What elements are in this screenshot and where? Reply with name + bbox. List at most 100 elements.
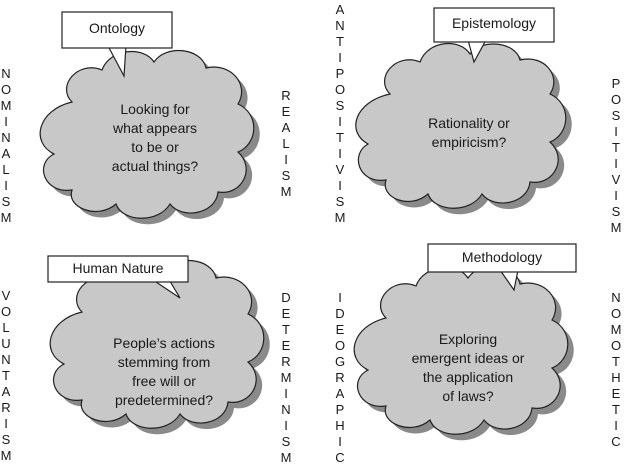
voluntarism-letter: R xyxy=(1,400,11,415)
human-nature-cloud-group xyxy=(47,255,270,435)
ontology-question: Looking for what appears to be or actual… xyxy=(70,100,240,176)
human-nature-question-line: predetermined? xyxy=(114,392,214,408)
nomothetic-letter: I xyxy=(614,418,618,433)
nominalism-letter: O xyxy=(0,82,12,97)
epistemology-cloud-group xyxy=(355,7,572,215)
ontology-question-line: actual things? xyxy=(111,158,199,174)
ideographic-letter: G xyxy=(334,354,346,369)
voluntarism-letter: L xyxy=(2,320,10,335)
nominalism-letter: M xyxy=(0,210,12,225)
nominalism-letter: N xyxy=(1,66,11,81)
nomothetic-letter: T xyxy=(612,354,620,369)
antipositivism-letter: I xyxy=(338,178,342,193)
antipositivism-letter: S xyxy=(335,194,345,209)
antipositivism-letter: O xyxy=(334,82,346,97)
antipositivism-letter: A xyxy=(335,2,345,17)
ontology-callout-box xyxy=(61,11,173,49)
nominalism-letter: S xyxy=(1,194,11,209)
nomothetic-letter: M xyxy=(610,322,622,337)
nominalism-letter: N xyxy=(1,130,11,145)
antipositivism-letter: I xyxy=(338,146,342,161)
realism-letter: L xyxy=(282,136,290,151)
methodology-callout-label: Methodology xyxy=(461,249,543,265)
epistemology-callout-box xyxy=(433,7,555,43)
ideographic-letter: A xyxy=(335,386,345,401)
determinism-letter: M xyxy=(280,370,292,385)
determinism-letter: E xyxy=(281,306,291,321)
human-nature-question-line: stemming from xyxy=(117,354,211,370)
positivism-letter: M xyxy=(610,220,622,235)
voluntarism-letter: I xyxy=(4,416,8,431)
positivism-letter: O xyxy=(610,92,622,107)
ideographic-letter: C xyxy=(335,450,345,465)
positivism-letter: I xyxy=(614,124,618,139)
realism-letter: E xyxy=(281,104,291,119)
determinism-letter: E xyxy=(281,338,291,353)
ideographic-letter: P xyxy=(335,402,345,417)
antipositivism-letter: N xyxy=(335,18,345,33)
antipositivism-letter: I xyxy=(338,114,342,129)
nominalism-letter: A xyxy=(1,146,11,161)
ideographic-letter: H xyxy=(335,418,345,433)
epistemology-question-line: empiricism? xyxy=(431,134,507,150)
realism-letter: I xyxy=(284,152,288,167)
positivism-letter: V xyxy=(611,172,621,187)
positivism-letter: I xyxy=(614,188,618,203)
methodology-callout-box xyxy=(427,243,577,273)
antipositivism-letter: M xyxy=(334,210,346,225)
methodology-cloud-group xyxy=(353,243,577,441)
voluntarism-letter: T xyxy=(2,368,10,383)
antipositivism-letter: S xyxy=(335,98,345,113)
determinism-letter: T xyxy=(282,322,290,337)
determinism-letter: N xyxy=(281,402,291,417)
methodology-question-line: Exploring xyxy=(438,331,498,347)
methodology-question: Exploring emergent ideas or the applicat… xyxy=(380,330,556,406)
methodology-question-line: emergent ideas or xyxy=(411,350,525,366)
antipositivism-letter: I xyxy=(338,50,342,65)
voluntarism-letter: M xyxy=(0,448,12,463)
voluntarism-letter: V xyxy=(1,288,11,303)
nomothetic-letter: N xyxy=(611,290,621,305)
ideographic-letter: E xyxy=(335,322,345,337)
positivism-letter: S xyxy=(611,108,621,123)
nomothetic-letter: T xyxy=(612,402,620,417)
epistemology-cloud xyxy=(355,42,567,209)
ideographic-letter: O xyxy=(334,338,346,353)
realism-letter: M xyxy=(280,184,292,199)
positivism-letter: T xyxy=(612,140,620,155)
realism-letter: R xyxy=(281,88,291,103)
antipositivism-letter: P xyxy=(335,66,345,81)
nomothetic-letter: C xyxy=(611,434,621,449)
antipositivism-letter: T xyxy=(336,130,344,145)
ontology-callout-label: Ontology xyxy=(88,20,146,36)
ontology-question-line: what appears xyxy=(112,120,198,136)
nominalism-letter: L xyxy=(2,162,10,177)
ideographic-letter: R xyxy=(335,370,345,385)
nomothetic-letter: O xyxy=(610,306,622,321)
human-nature-question-line: free will or xyxy=(132,373,196,389)
voluntarism-letter: S xyxy=(1,432,11,447)
nominalism-letter: M xyxy=(0,98,12,113)
determinism-letter: D xyxy=(281,290,291,305)
antipositivism-letter: V xyxy=(335,162,345,177)
voluntarism-letter: N xyxy=(1,352,11,367)
ideographic-letter: I xyxy=(338,290,342,305)
realism-letter: A xyxy=(281,120,291,135)
ideographic-letter: I xyxy=(338,434,342,449)
nominalism-letter: I xyxy=(4,114,8,129)
nomothetic-letter: E xyxy=(611,386,621,401)
voluntarism-letter: A xyxy=(1,384,11,399)
realism-letter: S xyxy=(281,168,291,183)
positivism-letter: P xyxy=(611,76,621,91)
human-nature-callout-box xyxy=(47,255,189,283)
epistemology-callout-label: Epistemology xyxy=(451,15,537,31)
methodology-question-line: of laws? xyxy=(442,388,494,404)
